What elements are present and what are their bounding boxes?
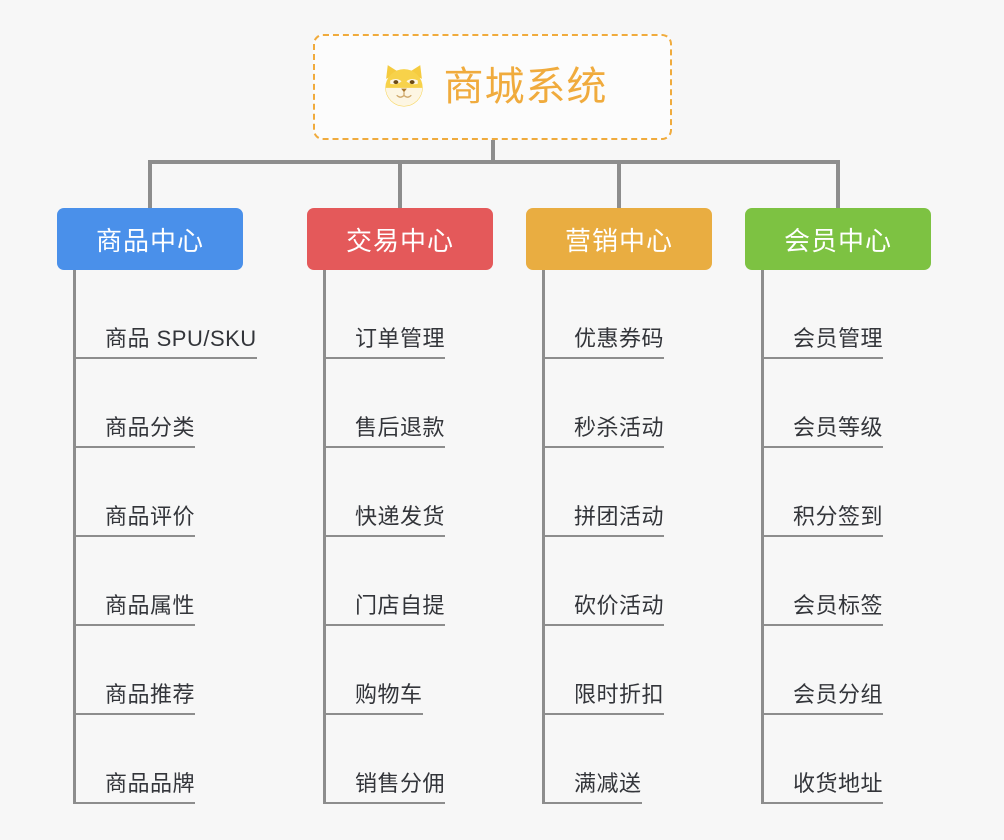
leaf-label: 会员标签 — [793, 593, 884, 619]
list-item[interactable]: 会员标签 — [761, 537, 931, 626]
list-item[interactable]: 限时折扣 — [542, 626, 712, 715]
list-item[interactable]: 商品推荐 — [73, 626, 243, 715]
branch-spine-2 — [323, 270, 326, 804]
connector-drop-2 — [398, 160, 402, 208]
leaf-label: 限时折扣 — [574, 682, 665, 708]
list-item[interactable]: 拼团活动 — [542, 448, 712, 537]
connector-drop-1 — [148, 160, 152, 208]
list-item[interactable]: 商品品牌 — [73, 715, 243, 804]
branch-head-1[interactable]: 商品中心 — [57, 208, 243, 270]
branch-title-3: 营销中心 — [564, 225, 673, 256]
list-item[interactable]: 砍价活动 — [542, 537, 712, 626]
leaf-label: 会员管理 — [793, 326, 884, 352]
branch-title-2: 交易中心 — [345, 225, 454, 256]
list-item[interactable]: 会员分组 — [761, 626, 931, 715]
leaf-label: 拼团活动 — [574, 504, 665, 530]
leaf-label: 积分签到 — [793, 504, 884, 530]
connector-drop-3 — [617, 160, 621, 208]
list-item[interactable]: 会员等级 — [761, 359, 931, 448]
list-item[interactable]: 优惠券码 — [542, 270, 712, 359]
leaf-label: 商品评价 — [105, 504, 196, 530]
list-item[interactable]: 积分签到 — [761, 448, 931, 537]
list-item[interactable]: 快递发货 — [323, 448, 493, 537]
leaf-label: 商品品牌 — [105, 771, 196, 797]
list-item[interactable]: 商品 SPU/SKU — [73, 270, 257, 359]
leaf-label: 优惠券码 — [574, 326, 665, 352]
leaf-label: 售后退款 — [355, 415, 446, 441]
leaf-label: 商品属性 — [105, 593, 196, 619]
list-item[interactable]: 销售分佣 — [323, 715, 493, 804]
root-node[interactable]: 商城系统 — [313, 34, 672, 140]
branch-spine-4 — [761, 270, 764, 804]
leaf-label: 商品分类 — [105, 415, 196, 441]
leaf-label: 收货地址 — [793, 771, 884, 797]
branch-spine-3 — [542, 270, 545, 804]
leaf-list-1: 商品 SPU/SKU 商品分类 商品评价 商品属性 商品推荐 商品品牌 — [73, 270, 257, 804]
list-item[interactable]: 商品分类 — [73, 359, 243, 448]
list-item[interactable]: 订单管理 — [323, 270, 493, 359]
leaf-list-2: 订单管理 售后退款 快递发货 门店自提 购物车 销售分佣 — [323, 270, 493, 804]
list-item[interactable]: 商品属性 — [73, 537, 243, 626]
leaf-label: 订单管理 — [355, 326, 446, 352]
leaf-label: 满减送 — [574, 771, 642, 797]
list-item[interactable]: 门店自提 — [323, 537, 493, 626]
leaf-label: 会员分组 — [793, 682, 884, 708]
leaf-label: 砍价活动 — [574, 593, 665, 619]
list-item[interactable]: 售后退款 — [323, 359, 493, 448]
list-item[interactable]: 商品评价 — [73, 448, 243, 537]
list-item[interactable]: 收货地址 — [761, 715, 931, 804]
leaf-label: 门店自提 — [355, 593, 446, 619]
leaf-label: 商品 SPU/SKU — [105, 326, 257, 352]
list-item[interactable]: 购物车 — [323, 626, 493, 715]
leaf-list-3: 优惠券码 秒杀活动 拼团活动 砍价活动 限时折扣 满减送 — [542, 270, 712, 804]
shiba-dog-face-icon — [378, 61, 430, 113]
leaf-label: 秒杀活动 — [574, 415, 665, 441]
leaf-label: 会员等级 — [793, 415, 884, 441]
branch-spine-1 — [73, 270, 76, 804]
root-title: 商城系统 — [443, 65, 608, 109]
connector-root-stem — [491, 140, 495, 163]
leaf-list-4: 会员管理 会员等级 积分签到 会员标签 会员分组 收货地址 — [761, 270, 931, 804]
branch-head-3[interactable]: 营销中心 — [526, 208, 712, 270]
leaf-label: 商品推荐 — [105, 682, 196, 708]
list-item[interactable]: 秒杀活动 — [542, 359, 712, 448]
branch-head-2[interactable]: 交易中心 — [307, 208, 493, 270]
connector-drop-4 — [836, 160, 840, 208]
branch-head-4[interactable]: 会员中心 — [745, 208, 931, 270]
leaf-label: 快递发货 — [355, 504, 446, 530]
list-item[interactable]: 会员管理 — [761, 270, 931, 359]
branch-title-4: 会员中心 — [783, 225, 892, 256]
list-item[interactable]: 满减送 — [542, 715, 712, 804]
leaf-label: 购物车 — [355, 682, 423, 708]
leaf-label: 销售分佣 — [355, 771, 446, 797]
branch-title-1: 商品中心 — [95, 225, 204, 256]
connector-horizontal-bus — [148, 160, 840, 164]
